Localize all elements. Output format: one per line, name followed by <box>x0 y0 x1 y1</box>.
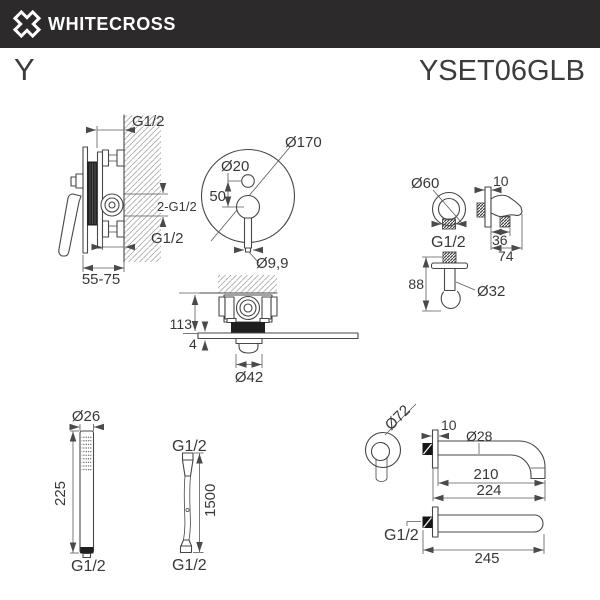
dim-valve-bottom-thread: G1/2 <box>151 230 184 247</box>
dim-hose-thread-top: G1/2 <box>172 438 207 455</box>
dim-hose-length: 1500 <box>202 484 219 517</box>
dim-valve-depth-range: 55-75 <box>82 271 120 288</box>
dim-lever-diameter: Ø9,9 <box>256 255 289 272</box>
dim-outlet-flange-depth: 10 <box>493 173 509 189</box>
dim-handshower-length: 225 <box>52 481 69 506</box>
dim-outlet-height: 88 <box>408 276 424 292</box>
dim-handshower-thread: G1/2 <box>71 558 106 575</box>
dim-spout-tube-diameter: Ø28 <box>466 428 493 444</box>
brand-name: WHITECROSS <box>48 13 177 34</box>
dim-spout-total-length: 245 <box>474 550 499 567</box>
drawing-valve-side-view: G1/2 2-G1/2 G1/2 55-75 <box>58 113 197 288</box>
drawing-spout: Ø72 10 Ø28 210 224 G1/2 245 <box>364 402 546 567</box>
dim-valve-outlets: 2-G1/2 <box>157 199 197 214</box>
drawing-valve-profile: 113 4 Ø42 <box>170 275 359 386</box>
dim-outlet-depth-a: 36 <box>492 232 508 248</box>
series-title: Y <box>14 52 35 87</box>
dim-plate-spacing: 50 <box>209 188 226 205</box>
whitecross-logo-icon <box>12 9 42 39</box>
dim-spout-escutcheon: Ø72 <box>382 402 414 434</box>
dim-outlet-escutcheon: Ø60 <box>411 175 439 192</box>
dim-plate-thickness: 4 <box>189 336 197 352</box>
dim-valve-top-thread: G1/2 <box>132 113 165 130</box>
drawing-plate-front-view: Ø170 Ø20 50 Ø9,9 <box>200 134 322 272</box>
header-bar: WHITECROSS <box>0 0 600 48</box>
drawing-outlet-holder: Ø60 G1/2 88 Ø32 10 36 74 <box>408 173 523 312</box>
dim-body-depth: 113 <box>170 316 193 332</box>
drawing-handshower: Ø26 225 G1/2 <box>52 408 106 575</box>
dim-plate-diameter: Ø170 <box>285 134 322 151</box>
dim-diverter-diameter: Ø20 <box>221 158 249 175</box>
dim-hose-thread-bottom: G1/2 <box>172 557 207 574</box>
drawing-hose: G1/2 G1/2 1500 <box>172 438 219 574</box>
dim-holder-diameter: Ø32 <box>477 283 505 300</box>
dim-outlet-depth-b: 74 <box>498 248 514 264</box>
dim-spout-flange-depth: 10 <box>441 417 457 433</box>
dim-spout-thread: G1/2 <box>384 527 419 544</box>
dim-outlet-thread: G1/2 <box>431 234 466 251</box>
model-number: YSET06GLB <box>418 55 585 87</box>
dim-spout-reach: 210 <box>473 466 498 483</box>
dim-spout-total-reach: 224 <box>476 482 501 499</box>
dim-cap-diameter: Ø42 <box>235 369 263 386</box>
dim-handshower-diameter: Ø26 <box>72 408 100 425</box>
